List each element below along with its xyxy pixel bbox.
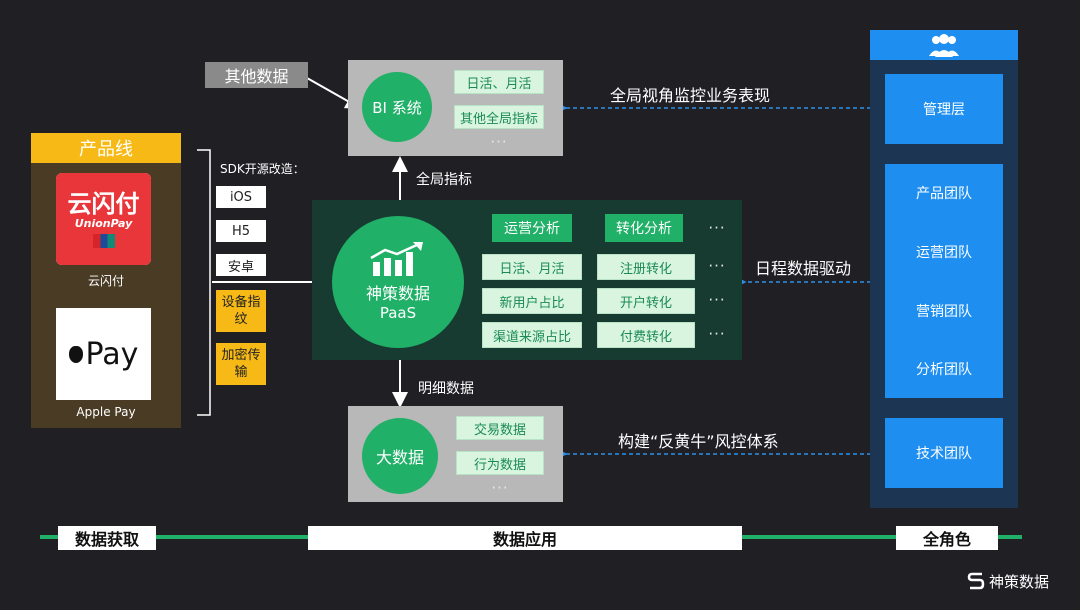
- sdk-h5: H5: [216, 220, 266, 242]
- brand-name: 神策数据: [988, 572, 1049, 591]
- bigdata-title: 大数据: [375, 448, 424, 467]
- bi-item-dau: 日活、月活: [454, 70, 544, 94]
- growth-chart-icon: [370, 242, 423, 276]
- paas-title: 神策数据: [365, 284, 430, 303]
- bigdata-item-behavior: 行为数据: [456, 451, 544, 475]
- product-line-panel: 产品线 云闪付 UnionPay 云闪付 Pay Apple Pay: [31, 133, 181, 428]
- bi-system-panel: BI 系统 日活、月活 其他全局指标 ···: [348, 60, 563, 156]
- conv-item-register: 注册转化: [597, 254, 695, 280]
- people-group-icon: [929, 34, 959, 57]
- paas-circle: 神策数据 PaaS: [332, 216, 464, 348]
- sensors-logo-icon: [967, 572, 985, 590]
- monitor-label: 全局视角监控业务表现: [610, 86, 771, 105]
- paas-subtitle: PaaS: [379, 304, 417, 322]
- stage-data-acquire: 数据获取: [58, 526, 156, 550]
- stage-all-roles: 全角色: [896, 526, 998, 550]
- bi-more: ···: [490, 133, 508, 151]
- product-line-header: 产品线: [31, 133, 181, 163]
- apple-icon: [68, 345, 83, 363]
- bigdata-circle: 大数据: [362, 418, 438, 494]
- roles-header: [870, 30, 1018, 60]
- conv-item-account: 开户转化: [597, 288, 695, 314]
- paas-panel: 神策数据 PaaS 运营分析 转化分析 ··· 日活、月活 新用户占比 渠道来源…: [312, 200, 742, 360]
- sdk-bracket: [197, 149, 211, 416]
- risk-control-label: 构建“反黄牛”风控体系: [618, 432, 779, 451]
- bigdata-more: ···: [491, 479, 509, 497]
- sdk-device-fingerprint: 设备指纹: [216, 290, 266, 332]
- apple-pay-logo-text: Pay: [85, 336, 139, 372]
- unionpay-logo-bg: 云闪付 UnionPay: [56, 173, 151, 265]
- brand-logo: 神策数据: [958, 568, 1058, 594]
- sdk-label: SDK开源改造：: [220, 162, 305, 176]
- unionpay-logo-sub: UnionPay: [74, 216, 133, 230]
- row1-more: ···: [708, 257, 726, 275]
- other-data-tag: 其他数据: [205, 62, 308, 88]
- role-team-ops: 运营团队: [916, 245, 972, 261]
- detail-data-label: 明细数据: [418, 381, 474, 397]
- role-teams-box: 产品团队 运营团队 营销团队 分析团队: [885, 164, 1003, 398]
- bi-item-other: 其他全局指标: [454, 105, 544, 129]
- header-more: ···: [708, 219, 726, 237]
- role-management: 管理层: [885, 74, 1003, 144]
- global-metrics-label: 全局指标: [416, 172, 472, 188]
- sdk-encrypted-transfer: 加密传输: [216, 343, 266, 385]
- unionpay-name: 云闪付: [87, 273, 124, 288]
- unionpay-logo-text: 云闪付: [67, 189, 140, 218]
- stage-data-apply: 数据应用: [308, 526, 742, 550]
- row2-more: ···: [708, 291, 726, 309]
- bi-system-circle: BI 系统: [362, 72, 432, 142]
- bi-system-title: BI 系统: [372, 98, 422, 117]
- role-team-marketing: 营销团队: [916, 304, 972, 320]
- apple-pay-logo: Pay: [56, 308, 151, 400]
- roles-column: 管理层 产品团队 运营团队 营销团队 分析团队 技术团队: [870, 30, 1018, 508]
- sdk-android: 安卓: [216, 254, 266, 276]
- conv-item-payment: 付费转化: [597, 322, 695, 348]
- role-team-product: 产品团队: [916, 186, 972, 202]
- role-tech: 技术团队: [885, 418, 1003, 488]
- bigdata-panel: 大数据 交易数据 行为数据 ···: [348, 406, 563, 502]
- unionpay-logo: 云闪付 UnionPay: [56, 173, 151, 265]
- role-team-analysis: 分析团队: [916, 362, 972, 378]
- ops-item-new-users: 新用户占比: [482, 288, 582, 314]
- ops-item-channel: 渠道来源占比: [482, 322, 582, 348]
- schedule-label: 日程数据驱动: [755, 259, 852, 278]
- bigdata-item-trade: 交易数据: [456, 416, 544, 440]
- sdk-ios: iOS: [216, 186, 266, 208]
- apple-pay-name: Apple Pay: [76, 405, 136, 419]
- unionpay-card-icon: [92, 233, 115, 248]
- ops-item-dau: 日活、月活: [482, 254, 582, 280]
- row3-more: ···: [708, 325, 726, 343]
- conversion-analysis-header: 转化分析: [605, 214, 683, 242]
- ops-analysis-header: 运营分析: [492, 214, 572, 242]
